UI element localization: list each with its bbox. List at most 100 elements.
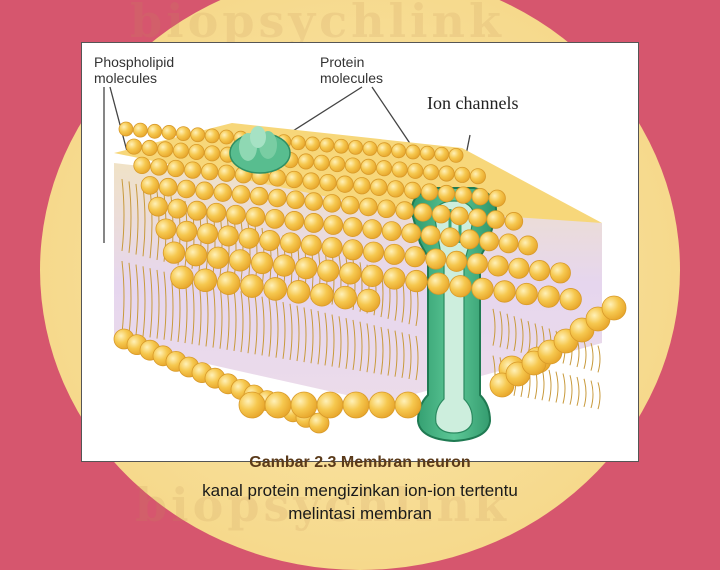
lipid-head <box>383 243 405 265</box>
lipid-tail <box>597 345 601 373</box>
lipid-tail <box>583 378 587 408</box>
lipid-tail <box>296 305 300 362</box>
lipid-tail <box>233 289 237 351</box>
lipid-head-lower <box>308 412 330 434</box>
lipid-head <box>339 262 362 285</box>
lipid-head <box>133 156 151 175</box>
ion-channels-label: Ion channels <box>427 93 519 113</box>
lipid-tail <box>240 291 244 353</box>
lipid-head <box>286 190 305 210</box>
lipid-head <box>167 159 185 178</box>
lipid-head <box>356 288 381 313</box>
lipid-head <box>450 206 469 226</box>
lipid-head <box>310 282 334 307</box>
lipid-tail <box>317 310 321 365</box>
lipid-head <box>333 285 358 310</box>
lipid-head <box>479 231 499 252</box>
lipid-head <box>488 189 506 207</box>
lipid-head <box>284 211 305 231</box>
caption-title: Gambar 2.3 Membran neuron <box>249 454 471 471</box>
lipid-tail <box>338 316 342 368</box>
lipid-head <box>376 142 392 158</box>
lipid-head <box>361 264 384 288</box>
lipid-tail <box>128 181 132 253</box>
lipid-tail <box>499 311 503 348</box>
lipid-tail <box>163 271 167 340</box>
lipid-tail <box>394 330 398 377</box>
lipid-head <box>231 185 251 204</box>
lipid-tail <box>121 178 125 252</box>
lipid-head <box>196 223 219 245</box>
lipid-head <box>454 186 472 204</box>
lipid-head <box>150 158 168 176</box>
lipid-tail <box>590 380 594 409</box>
lipid-head <box>454 166 471 183</box>
lipid-head <box>469 168 486 185</box>
lipid-head <box>259 230 281 252</box>
lipid-tail <box>156 269 160 339</box>
lipid-tail <box>520 318 524 353</box>
lipid-tail <box>142 186 146 257</box>
lipid-tail <box>303 307 307 363</box>
lipid-tail <box>541 367 545 401</box>
lipid-head <box>157 141 174 158</box>
lipid-head <box>549 262 571 284</box>
lipid-head <box>403 181 422 200</box>
lipid-tail <box>373 325 377 374</box>
lipid-tail <box>387 328 391 376</box>
lipid-head <box>319 173 337 192</box>
lipid-head <box>187 200 207 221</box>
lipid-head <box>263 277 288 301</box>
lipid-head <box>391 143 407 159</box>
lipid-tail <box>261 296 265 356</box>
lipid-head <box>188 143 205 161</box>
lipid-head <box>172 142 189 159</box>
lipid-tail <box>492 308 496 346</box>
watermark-top: biopsychlink <box>130 0 505 48</box>
lipid-head <box>213 183 233 202</box>
lipid-head <box>459 229 480 250</box>
lipid-head <box>404 246 426 268</box>
lipid-head <box>487 255 509 277</box>
lipid-head <box>422 164 440 181</box>
lipid-tail <box>415 335 419 381</box>
lipid-tail <box>408 334 412 380</box>
lipid-head <box>486 210 505 229</box>
lipid-head <box>344 157 361 174</box>
lipid-head <box>217 164 236 182</box>
lipid-head <box>537 285 560 308</box>
lipid-head <box>148 196 168 217</box>
membrane-diagram <box>103 86 627 443</box>
lipid-head <box>342 217 363 237</box>
lipid-head <box>317 259 340 282</box>
lipid-tail <box>562 373 566 404</box>
phospholipid-label: Phospholipid molecules <box>94 54 175 86</box>
lipid-head-lower <box>342 391 370 419</box>
lipid-tail <box>135 183 139 255</box>
lipid-head <box>280 232 302 254</box>
lipid-head <box>216 271 241 295</box>
lipid-head <box>336 175 354 193</box>
lipid-head <box>471 277 494 301</box>
lipid-head <box>471 188 489 206</box>
lipid-head <box>170 265 194 290</box>
lipid-head <box>362 141 378 156</box>
lipid-head <box>201 163 219 181</box>
lipid-heads-front <box>113 181 627 434</box>
lipid-head <box>219 129 234 145</box>
lipid-head <box>353 177 371 195</box>
lipid-tail <box>576 376 580 406</box>
lipid-head <box>193 268 218 293</box>
lipid-head <box>177 179 196 199</box>
lipid-head <box>376 160 393 177</box>
lipid-head-lower <box>601 295 627 321</box>
lipid-tail <box>149 188 153 259</box>
lipid-head <box>304 192 324 211</box>
lipid-head <box>391 161 408 178</box>
lipid-head <box>407 162 424 179</box>
lipid-head <box>217 225 239 247</box>
lipid-head <box>245 206 266 227</box>
lipid-tail <box>331 314 335 367</box>
lipid-head <box>206 246 230 269</box>
protein-molecule-back <box>229 126 291 174</box>
